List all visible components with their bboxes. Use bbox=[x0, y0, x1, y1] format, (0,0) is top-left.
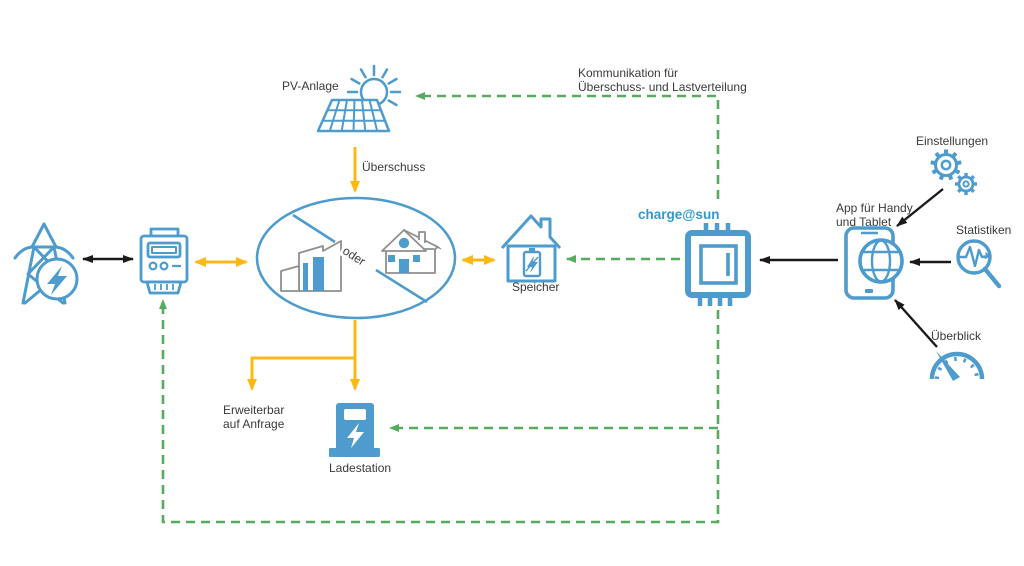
building-ellipse bbox=[255, 196, 457, 320]
kommunikation-line1: Kommunikation für bbox=[578, 66, 679, 80]
communication-lines bbox=[159, 92, 720, 524]
app-label: App für Handy und Tablet bbox=[836, 201, 913, 229]
controller-label: charge@sun bbox=[638, 207, 720, 222]
ladestation-label: Ladestation bbox=[329, 461, 392, 475]
bolt-icon bbox=[47, 266, 67, 295]
einstellungen-label: Einstellungen bbox=[916, 134, 989, 148]
statistiken-label: Statistiken bbox=[956, 223, 1012, 237]
statistics-magnifier-icon bbox=[956, 239, 1002, 289]
energy-arrows bbox=[194, 147, 496, 391]
oder-divider bbox=[292, 213, 428, 304]
erweiterbar-line2: auf Anfrage bbox=[223, 417, 285, 431]
controller-chip-icon bbox=[685, 223, 751, 306]
meter-icon bbox=[139, 227, 189, 295]
pv-panel-icon bbox=[316, 64, 402, 133]
battery-icon bbox=[522, 248, 542, 278]
kommunikation-line2: Überschuss- und Lastverteilung bbox=[578, 80, 747, 94]
globe-icon bbox=[858, 238, 904, 284]
pv-anlage-label: PV-Anlage bbox=[282, 79, 339, 93]
erweiterbar-label: Erweiterbar auf Anfrage bbox=[223, 403, 284, 431]
house-icon bbox=[381, 229, 442, 274]
overview-app-arrow bbox=[894, 299, 938, 348]
comm-line-to-meter bbox=[159, 299, 720, 524]
overview-gauge-icon bbox=[929, 351, 985, 381]
speicher-label: Speicher bbox=[512, 280, 560, 294]
black-arrows bbox=[82, 188, 951, 348]
app-phone-icon bbox=[844, 226, 904, 300]
settings-app-arrow bbox=[896, 188, 944, 227]
storage-house-icon bbox=[500, 214, 562, 283]
charging-station-icon bbox=[329, 403, 380, 457]
comm-line-to-pv bbox=[415, 92, 720, 199]
ellipse-expand-arrow bbox=[247, 356, 355, 391]
app-line2: und Tablet bbox=[836, 215, 892, 229]
ueberblick-label: Überblick bbox=[931, 329, 982, 343]
erweiterbar-line1: Erweiterbar bbox=[223, 403, 285, 417]
app-line1: App für Handy bbox=[836, 201, 913, 215]
kommunikation-label: Kommunikation für Überschuss- und Lastve… bbox=[578, 66, 747, 94]
ueberschuss-label: Überschuss bbox=[362, 160, 426, 174]
bolt-icon bbox=[347, 423, 364, 448]
gears-icon bbox=[930, 149, 977, 195]
factory-icon bbox=[280, 240, 342, 292]
power-grid-icon bbox=[13, 222, 79, 305]
